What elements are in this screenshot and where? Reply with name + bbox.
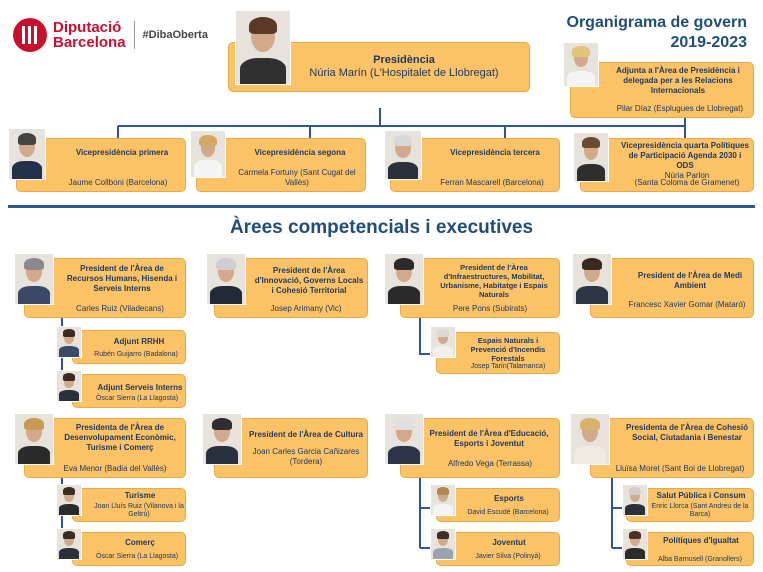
sub-title-4: Turisme <box>124 491 156 500</box>
area-box-3: President de l'Àrea d'Infraestructures, … <box>400 258 560 318</box>
presidency-title: Presidència <box>373 54 435 66</box>
vice-photo-4 <box>573 132 609 182</box>
page-title: Organigrama de govern 2019-2023 <box>566 14 748 51</box>
area-title-8: Presidenta de l'Àrea de Cohesió Social, … <box>626 423 748 442</box>
brand-separator <box>133 21 135 49</box>
sub-title-9: Polítiques d'Igualtat <box>663 536 739 545</box>
area-box-7: President de l'Àrea d'Educació, Esports … <box>400 418 560 478</box>
vice-name-4-place: (Santa Coloma de Gramenet) <box>634 178 740 187</box>
area-photo-2 <box>206 253 246 305</box>
presidency-name: Núria Marín (L'Hospitalet de Llobregat) <box>309 67 499 79</box>
hashtag[interactable]: #DibaOberta <box>142 29 208 41</box>
brand-logo[interactable]: Diputació Barcelona #DibaOberta <box>13 18 208 52</box>
sub-name-6: David Escudé (Barcelona) <box>467 509 549 516</box>
sub-name-7: Javier Silva (Polinyà) <box>475 553 541 560</box>
area-name-7: Alfredo Vega (Terrassa) <box>447 459 533 468</box>
area-title-4: President de l'Àrea de Medi Ambient <box>637 271 743 290</box>
sub-title-5: Comerç <box>125 538 155 547</box>
sub-box-5: Comerç Òscar Sierra (La Llagosta) <box>72 532 186 566</box>
vice-name-3: Ferran Mascarell (Barcelona) <box>440 178 544 187</box>
area-photo-5 <box>14 413 54 465</box>
sub-photo-3 <box>430 326 456 358</box>
vice-title-2: Vicepresidència segona <box>254 148 346 157</box>
connector-area3-sub <box>419 318 430 355</box>
area-box-4: President de l'Àrea de Medi Ambient Fran… <box>590 258 754 318</box>
vice-title-1: Vicepresidència primera <box>75 148 169 157</box>
adjunta-name: Pilar Díaz (Esplugues de Llobregat) <box>616 104 743 113</box>
area-photo-7 <box>384 413 424 465</box>
brand-name: Diputació Barcelona <box>53 19 126 51</box>
sub-name-1: Rubén Guijarro (Badalona) <box>94 351 178 358</box>
area-name-8: Lluïsa Moret (Sant Boi de Llobregat) <box>615 464 745 473</box>
vice-title-4: Vicepresidència quarta Polítiques de Par… <box>621 141 749 170</box>
sub-photo-2 <box>56 370 82 402</box>
vice-name-2: Carmela Fortuny (Sant Cugat del Vallès) <box>238 168 356 187</box>
sub-name-3: Josep Tarín(Talamanca) <box>470 363 546 370</box>
area-title-2: President de l'Àrea d'Innovació, Governs… <box>254 266 364 295</box>
area-photo-3 <box>384 253 424 305</box>
area-title-6: President de l'Àrea de Cultura <box>249 430 363 439</box>
area-name-3: Pere Pons (Subirats) <box>452 304 528 313</box>
area-title-7: President de l'Àrea d'Educació, Esports … <box>429 429 549 448</box>
area-box-8: Presidenta de l'Àrea de Cohesió Social, … <box>590 418 754 478</box>
sub-name-4: Joan Lluís Ruiz (Vilanova i la Geltrú) <box>94 503 184 518</box>
sub-name-8: Enric Llorca (Sant Andreu de la Barca) <box>651 503 749 518</box>
vice-title-3: Vicepresidència tercera <box>450 148 540 157</box>
area-photo-1 <box>14 253 54 305</box>
sub-title-7: Joventut <box>492 538 526 547</box>
area-name-6: Joan Carles Garcia Cañizares (Tordera) <box>252 447 360 466</box>
vice-photo-1 <box>8 128 46 180</box>
section-divider <box>8 205 755 208</box>
area-photo-4 <box>572 253 612 305</box>
adjunta-box: Adjunta a l'Àrea de Presidència i delega… <box>570 62 754 118</box>
diputacio-seal-icon <box>13 18 47 52</box>
vice-box-4: Vicepresidència quarta Polítiques de Par… <box>580 138 754 192</box>
area-name-2: Josep Arimany (Vic) <box>270 304 342 313</box>
sub-photo-6 <box>430 484 456 516</box>
area-name-1: Carles Ruiz (Viladecans) <box>76 304 164 313</box>
presidency-photo <box>235 10 291 85</box>
area-title-5: Presidenta de l'Àrea de Desenvolupament … <box>64 423 176 452</box>
vice-name-1: Jaume Collboni (Barcelona) <box>68 178 168 187</box>
sub-box-3: Espais Naturals i Prevenció d'Incendis F… <box>436 332 560 374</box>
vice-photo-3 <box>384 130 422 180</box>
sub-title-8: Salut Pública i Consum <box>656 491 746 500</box>
sub-photo-7 <box>430 528 456 560</box>
adjunta-photo <box>563 42 599 87</box>
connector-presidency-vice <box>117 108 686 138</box>
sub-photo-8 <box>622 484 648 516</box>
sub-name-2: Òscar Sierra (La Llagosta) <box>95 395 179 402</box>
area-title-3: President de l'Àrea d'Infraestructures, … <box>440 263 548 299</box>
sub-box-7: Joventut Javier Silva (Polinyà) <box>436 532 560 566</box>
connector-area7-subs <box>419 478 430 549</box>
sub-title-3: Espais Naturals i Prevenció d'Incendis F… <box>470 336 546 363</box>
area-name-5: Eva Menor (Badia del Vallès) <box>63 464 167 473</box>
sub-title-2: Adjunt Serveis Interns <box>97 383 183 392</box>
sub-name-9: Alba Barnusell (Granollers) <box>657 556 743 563</box>
area-name-4: Francesc Xavier Gomar (Mataró) <box>628 300 746 309</box>
sub-name-5: Òscar Sierra (La Llagosta) <box>95 553 179 560</box>
sub-box-1: Adjunt RRHH Rubén Guijarro (Badalona) <box>72 330 186 364</box>
sub-title-1: Adjunt RRHH <box>113 337 165 346</box>
sub-box-2: Adjunt Serveis Interns Òscar Sierra (La … <box>72 374 186 408</box>
adjunta-title: Adjunta a l'Àrea de Presidència i delega… <box>616 66 740 95</box>
section-title: Àrees competencials i executives <box>229 217 534 238</box>
sub-photo-1 <box>56 326 82 358</box>
sub-photo-9 <box>622 528 648 560</box>
sub-photo-5 <box>56 528 82 560</box>
sub-box-4: Turisme Joan Lluís Ruiz (Vilanova i la G… <box>72 488 186 522</box>
sub-box-6: Esports David Escudé (Barcelona) <box>436 488 560 522</box>
sub-photo-4 <box>56 484 82 516</box>
vice-photo-2 <box>190 130 226 178</box>
sub-title-6: Esports <box>494 494 524 503</box>
area-title-1: President de l'Àrea de Recursos Humans, … <box>66 264 178 293</box>
connector-area8-subs <box>611 478 622 549</box>
area-photo-8 <box>570 413 610 465</box>
vice-name-4: Núria Parlon <box>664 171 710 180</box>
area-photo-6 <box>202 413 242 465</box>
